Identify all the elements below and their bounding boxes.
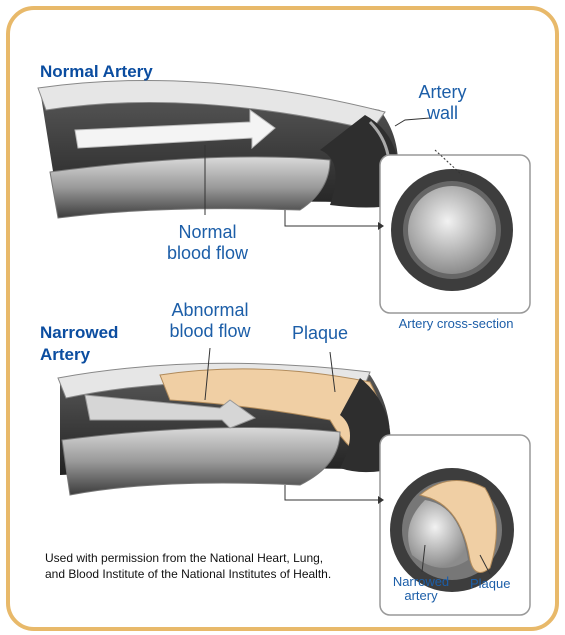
narrowed-section-pointer (285, 485, 378, 500)
cross-section-label: Artery cross-section (381, 317, 531, 331)
narrowed-artery-label: Narrowed artery (385, 575, 457, 603)
narrowed-artery-heading: Narrowed Artery (40, 322, 130, 366)
plaque-bottom-label: Plaque (470, 577, 510, 591)
narrowed-artery-tube (58, 363, 391, 495)
credit-text: Used with permission from the National H… (45, 550, 345, 582)
plaque-top-label: Plaque (292, 323, 348, 344)
normal-section-pointer (285, 210, 378, 226)
normal-artery-tube (38, 80, 399, 218)
normal-cross-section-lumen (408, 186, 496, 274)
normal-artery-heading: Normal Artery (40, 62, 153, 82)
artery-wall-label: Artery wall (405, 82, 480, 124)
abnormal-blood-flow-label: Abnormal blood flow (150, 300, 270, 342)
normal-blood-flow-label: Normal blood flow (155, 222, 260, 264)
